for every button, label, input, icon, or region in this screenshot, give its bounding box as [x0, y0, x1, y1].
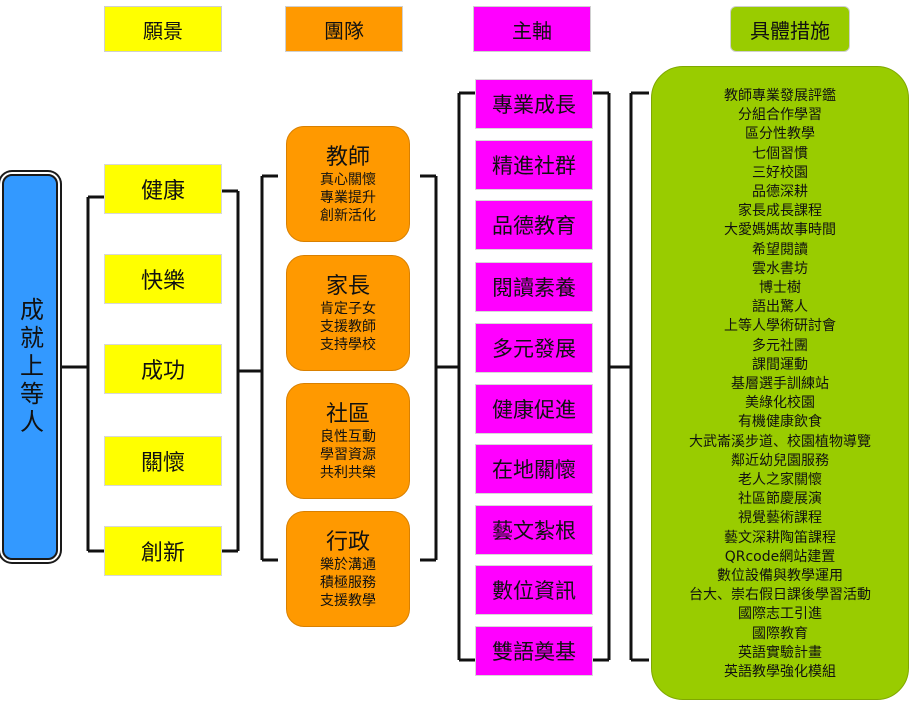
axis-box-10: 雙語奠基: [475, 626, 593, 676]
axis-box-3: 品德教育: [475, 200, 593, 250]
measure-item: 品德深耕: [752, 184, 808, 201]
measure-item: 基層選手訓練站: [731, 376, 829, 393]
axis-box-4: 閱讀素養: [475, 262, 593, 312]
team-box-admin: 行政 樂於溝通 積極服務 支援教學: [286, 511, 410, 627]
team-line: 真心關懷: [320, 172, 376, 188]
team-line: 創新活化: [320, 208, 376, 224]
measure-item: 美綠化校園: [745, 395, 815, 412]
header-team: 團隊: [285, 6, 403, 52]
measure-item: 課間運動: [752, 356, 808, 373]
team-title: 教師: [325, 145, 370, 170]
team-title: 行政: [325, 530, 370, 555]
vision-box-2: 快樂: [104, 254, 222, 304]
team-line: 學習資源: [320, 447, 376, 463]
measure-item: 鄰近幼兒園服務: [731, 452, 829, 469]
team-box-teacher: 教師 真心關懷 專業提升 創新活化: [286, 126, 410, 242]
team-line: 良性互動: [320, 429, 376, 445]
measure-item: 有機健康飲食: [738, 414, 822, 431]
measure-item: 台大、崇右假日課後學習活動: [689, 587, 871, 604]
measure-item: 數位設備與教學運用: [717, 568, 843, 585]
measure-item: 英語教學強化模組: [724, 664, 836, 681]
measure-item: 大武崙溪步道、校園植物導覽: [689, 433, 871, 450]
measure-item: 希望閱讀: [752, 241, 808, 258]
measure-item: 大愛媽媽故事時間: [724, 222, 836, 239]
measure-item: 三好校園: [752, 164, 808, 181]
team-box-community: 社區 良性互動 學習資源 共利共榮: [286, 383, 410, 499]
measure-item: 視覺藝術課程: [738, 510, 822, 527]
measure-item: 國際教育: [752, 625, 808, 642]
vision-box-5: 創新: [104, 526, 222, 576]
measure-item: 區分性教學: [745, 126, 815, 143]
measure-item: 博士樹: [759, 280, 801, 297]
team-line: 共利共榮: [320, 465, 376, 481]
measure-item: 英語實驗計畫: [738, 644, 822, 661]
measure-item: 家長成長課程: [738, 203, 822, 220]
measure-item: 社區節慶展演: [738, 491, 822, 508]
team-line: 專業提升: [320, 190, 376, 206]
axis-box-2: 精進社群: [475, 140, 593, 190]
team-box-parent: 家長 肯定子女 支援教師 支持學校: [286, 255, 410, 371]
header-vision: 願景: [104, 6, 222, 52]
team-line: 肯定子女: [320, 301, 376, 317]
team-line: 支持學校: [320, 337, 376, 353]
team-line: 積極服務: [320, 575, 376, 591]
axis-box-9: 數位資訊: [475, 565, 593, 615]
axis-box-1: 專業成長: [475, 79, 593, 129]
measure-item: QRcode網站建置: [724, 548, 836, 565]
header-axis: 主軸: [473, 6, 591, 52]
root-goal-box: 成就上等人: [2, 174, 58, 560]
axis-box-7: 在地關懷: [475, 444, 593, 494]
measure-item: 七個習慣: [752, 145, 808, 162]
header-measures: 具體措施: [730, 6, 850, 52]
measure-item: 上等人學術研討會: [724, 318, 836, 335]
team-title: 社區: [325, 402, 370, 427]
root-goal-label: 成就上等人: [15, 297, 44, 437]
measure-item: 老人之家關懷: [738, 472, 822, 489]
vision-box-4: 關懷: [104, 436, 222, 486]
axis-box-6: 健康促進: [475, 384, 593, 434]
team-line: 支援教學: [320, 593, 376, 609]
team-line: 支援教師: [320, 319, 376, 335]
measure-item: 多元社團: [752, 337, 808, 354]
measure-item: 藝文深耕陶笛課程: [724, 529, 836, 546]
team-title: 家長: [325, 274, 370, 299]
axis-box-5: 多元發展: [475, 323, 593, 373]
axis-box-8: 藝文紮根: [475, 505, 593, 555]
measure-item: 國際志工引進: [738, 606, 822, 623]
measure-item: 分組合作學習: [738, 107, 822, 124]
measures-panel: 教師專業發展評鑑 分組合作學習 區分性教學 七個習慣 三好校園 品德深耕 家長成…: [651, 66, 909, 700]
team-line: 樂於溝通: [320, 557, 376, 573]
vision-box-3: 成功: [104, 344, 222, 394]
vision-box-1: 健康: [104, 164, 222, 214]
measure-item: 語出驚人: [752, 299, 808, 316]
measure-item: 雲水書坊: [752, 260, 808, 277]
measure-item: 教師專業發展評鑑: [724, 88, 836, 104]
